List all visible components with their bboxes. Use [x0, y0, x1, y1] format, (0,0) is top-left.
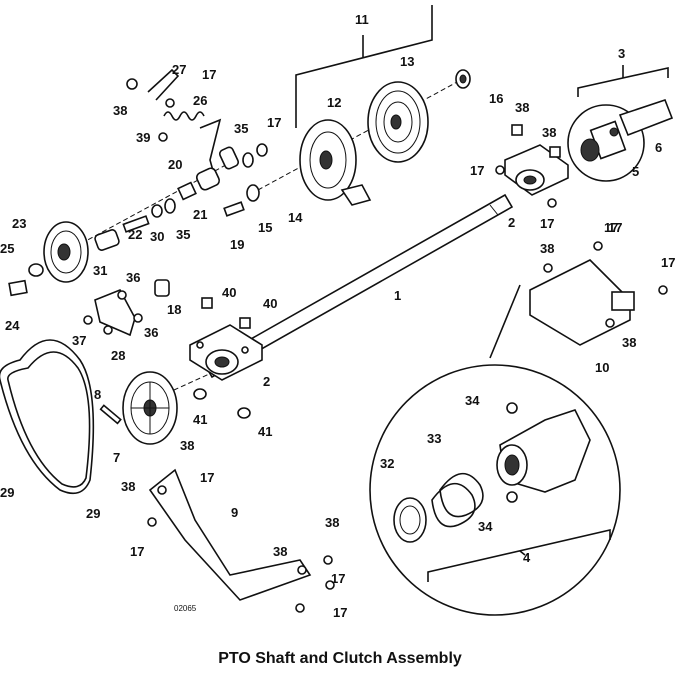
callout: 38 — [113, 103, 127, 118]
callout: 17 — [202, 67, 216, 82]
callout: 29 — [86, 506, 100, 521]
callout: 18 — [167, 302, 181, 317]
callout: 16 — [489, 91, 503, 106]
callout: 3 — [618, 46, 625, 61]
spacer-16 — [455, 69, 471, 89]
callout: 37 — [72, 333, 86, 348]
belt-guide-bracket — [83, 279, 170, 337]
fasteners-upper — [495, 124, 561, 208]
callout: 38 — [542, 125, 556, 140]
callout: 17 — [200, 470, 214, 485]
callout: 5 — [632, 164, 639, 179]
callout: 34 — [478, 519, 493, 534]
callout: 8 — [94, 387, 101, 402]
callout: 24 — [5, 318, 20, 333]
callout: 12 — [327, 95, 341, 110]
bearing-lower — [189, 324, 263, 381]
u-joint-assembly — [567, 99, 674, 182]
mount-bracket-9 — [147, 468, 335, 613]
fasteners-mid — [193, 297, 251, 419]
engine-pulley — [8, 198, 176, 297]
callout: 11 — [355, 12, 369, 27]
callout: 17 — [130, 544, 144, 559]
callout: 34 — [465, 393, 480, 408]
callout: 27 — [172, 62, 186, 77]
callout: 14 — [288, 210, 303, 225]
callout: 23 — [12, 216, 26, 231]
callout: 38 — [273, 544, 287, 559]
callout: 31 — [93, 263, 107, 278]
callouts: 11 13 16 12 27 17 38 26 35 17 39 20 38 3… — [0, 12, 675, 620]
pin-8 — [99, 404, 122, 425]
callout: 17 — [661, 255, 675, 270]
group-bracket-3 — [577, 65, 669, 97]
pto-pulley — [122, 371, 178, 445]
callout: 32 — [380, 456, 394, 471]
callout: 6 — [655, 140, 662, 155]
callout: 26 — [193, 93, 207, 108]
callout: 2 — [263, 374, 270, 389]
callout: 21 — [193, 207, 207, 222]
callout: 30 — [150, 229, 164, 244]
callout: 19 — [230, 237, 244, 252]
callout: 17 — [470, 163, 484, 178]
mount-bracket-10 — [529, 241, 668, 346]
callout: 7 — [113, 450, 120, 465]
clutch-pulley — [299, 119, 372, 206]
callout: 20 — [168, 157, 182, 172]
callout: 17 — [540, 216, 554, 231]
clutch-sheave — [367, 81, 429, 163]
callout: 22 — [128, 227, 142, 242]
callout: 29 — [0, 485, 14, 500]
drive-belt — [0, 339, 95, 495]
callout: 17 — [604, 220, 618, 235]
callout: 35 — [176, 227, 190, 242]
callout: 10 — [595, 360, 609, 375]
drawing-code: 02065 — [174, 604, 197, 613]
callout: 9 — [231, 505, 238, 520]
callout: 25 — [0, 241, 14, 256]
callout: 1 — [394, 288, 401, 303]
callout: 15 — [258, 220, 272, 235]
callout: 4 — [523, 550, 531, 565]
group-bracket-4 — [427, 528, 611, 582]
callout: 28 — [111, 348, 125, 363]
callout: 33 — [427, 431, 441, 446]
callout: 35 — [234, 121, 248, 136]
callout: 39 — [136, 130, 150, 145]
callout: 17 — [608, 220, 622, 235]
callout: 36 — [126, 270, 140, 285]
callout: 17 — [333, 605, 347, 620]
callout: 17 — [267, 115, 281, 130]
callout: 17 — [331, 571, 345, 586]
callout: 41 — [193, 412, 207, 427]
callout: 38 — [121, 479, 135, 494]
group-bracket-11 — [295, 5, 433, 128]
detail-zoom — [369, 284, 621, 616]
callout: 38 — [515, 100, 529, 115]
callout: 40 — [222, 285, 236, 300]
callout: 2 — [508, 215, 515, 230]
callout: 40 — [263, 296, 277, 311]
callout: 38 — [540, 241, 554, 256]
callout: 41 — [258, 424, 272, 439]
callout: 38 — [180, 438, 194, 453]
callout: 38 — [622, 335, 636, 350]
figure-caption: PTO Shaft and Clutch Assembly — [218, 650, 462, 667]
callout: 36 — [144, 325, 158, 340]
callout: 13 — [400, 54, 414, 69]
callout: 38 — [325, 515, 339, 530]
idler-arm — [126, 68, 268, 217]
